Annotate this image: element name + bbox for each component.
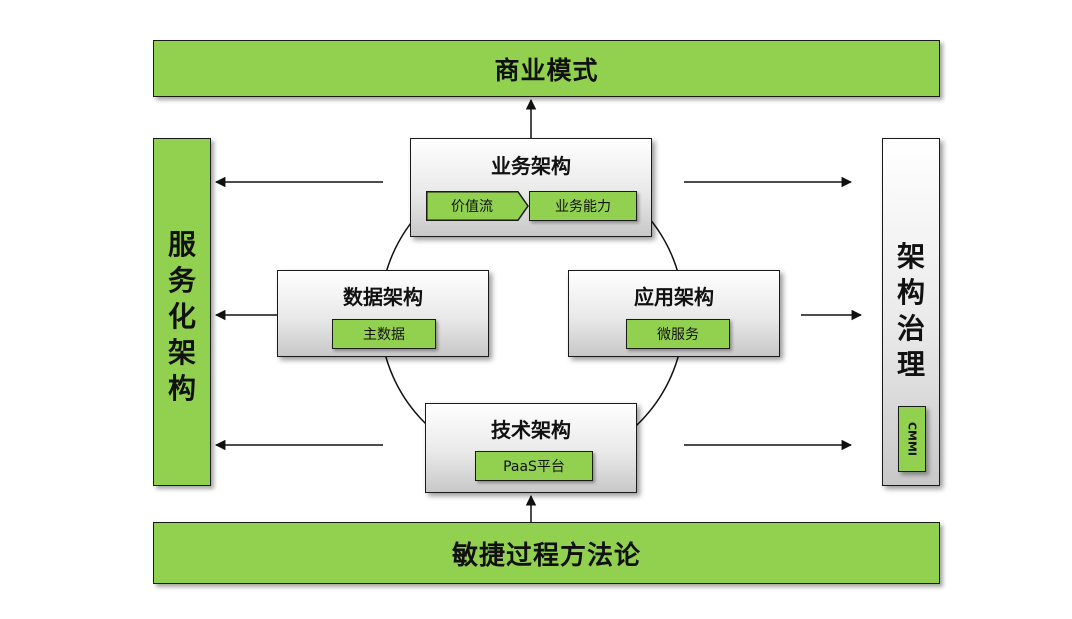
service-architecture-label: 服 务 化 架 构 <box>154 227 210 407</box>
data-architecture-box: 数据架构 主数据 <box>277 270 489 357</box>
master-data-chip: 主数据 <box>332 319 436 349</box>
business-capability-chip: 业务能力 <box>529 191 637 221</box>
agile-methodology-label: 敏捷过程方法论 <box>451 540 641 571</box>
business-architecture-box: 业务架构 价值流 业务能力 <box>410 138 652 237</box>
microservice-chip: 微服务 <box>626 319 730 349</box>
business-model-band: 商业模式 <box>153 40 940 97</box>
vertical-char: 构 <box>896 276 925 309</box>
technology-architecture-title: 技术架构 <box>491 418 571 442</box>
paas-platform-chip: PaaS平台 <box>475 451 593 481</box>
value-stream-label: 价值流 <box>451 199 493 215</box>
master-data-label: 主数据 <box>363 327 405 343</box>
vertical-char: 架 <box>896 240 925 273</box>
application-architecture-title: 应用架构 <box>634 285 714 309</box>
business-capability-label: 业务能力 <box>555 199 611 215</box>
paas-platform-label: PaaS平台 <box>503 459 565 475</box>
architecture-governance-label: 架 构 治 理 <box>883 239 939 383</box>
business-model-label: 商业模式 <box>494 55 599 85</box>
service-architecture-bar: 服 务 化 架 构 <box>153 138 211 486</box>
application-architecture-box: 应用架构 微服务 <box>568 270 780 357</box>
vertical-char: 架 <box>167 336 196 369</box>
cmmi-chip: CMMI <box>898 406 926 472</box>
architecture-governance-bar: 架 构 治 理 CMMI <box>882 138 940 486</box>
vertical-char: 理 <box>896 348 925 381</box>
vertical-char: 化 <box>167 300 196 333</box>
vertical-char: 构 <box>167 372 196 405</box>
cmmi-label: CMMI <box>905 421 919 457</box>
value-stream-chip: 价值流 <box>426 191 529 221</box>
vertical-char: 务 <box>167 264 196 297</box>
agile-methodology-band: 敏捷过程方法论 <box>153 522 940 584</box>
technology-architecture-box: 技术架构 PaaS平台 <box>425 403 637 493</box>
chevron-shape <box>426 191 529 221</box>
data-architecture-title: 数据架构 <box>343 285 423 309</box>
vertical-char: 治 <box>896 312 925 345</box>
business-architecture-title: 业务架构 <box>491 154 571 178</box>
vertical-char: 服 <box>167 228 196 261</box>
microservice-label: 微服务 <box>657 327 699 343</box>
